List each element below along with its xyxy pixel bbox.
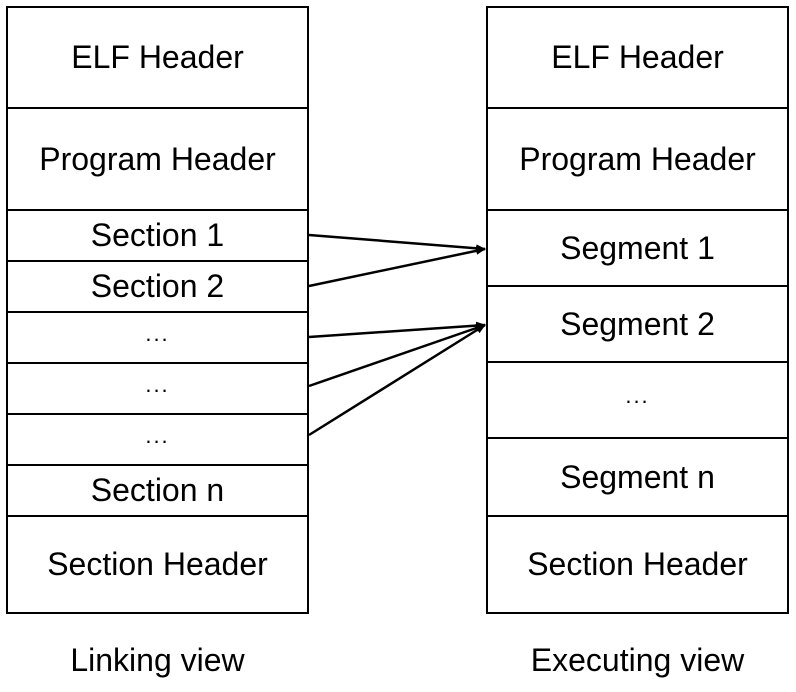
linking-row-ellipsis-2-label: ... [145,371,170,397]
linking-row-ellipsis-3: ... [8,415,307,466]
linking-row-ellipsis-2: ... [8,364,307,415]
linking-row-elf-header-label: ELF Header [71,39,244,75]
linking-row-ellipsis-1: ... [8,313,307,364]
linking-row-section-header-label: Section Header [47,546,268,582]
arrow-section-2-to-segment-1 [308,246,486,288]
linking-row-section-1: Section 1 [8,211,307,262]
linking-view-caption: Linking view [70,642,245,678]
arrow-section-1-to-segment-1 [308,233,486,253]
executing-row-segment-2: Segment 2 [488,287,787,363]
executing-row-segment-2-label: Segment 2 [560,305,715,342]
executing-row-section-header-label: Section Header [527,546,748,582]
executing-row-elf-header: ELF Header [488,8,787,109]
executing-row-segment-n: Segment n [488,439,787,517]
executing-row-segment-1: Segment 1 [488,211,787,287]
linking-row-section-2-label: Section 2 [90,268,225,304]
executing-row-ellipsis-label: ... [625,383,650,408]
executing-row-program-header-label: Program Header [519,140,756,177]
linking-row-program-header: Program Header [8,109,307,211]
linking-row-elf-header: ELF Header [8,8,307,109]
arrow-ellipsis-1-to-segment-2 [308,321,486,339]
executing-row-segment-1-label: Segment 1 [560,229,715,266]
executing-row-elf-header-label: ELF Header [551,39,724,75]
executing-view-table: ELF Header Program Header Segment 1 Segm… [486,6,789,614]
linking-row-section-n: Section n [8,466,307,517]
linking-row-section-1-label: Section 1 [90,217,225,253]
linking-row-program-header-label: Program Header [39,140,276,177]
linking-row-section-header: Section Header [8,517,307,612]
linking-row-section-n-label: Section n [90,472,225,508]
executing-row-section-header: Section Header [488,517,787,612]
executing-row-segment-n-label: Segment n [560,458,715,495]
linking-view-table: ELF Header Program Header Section 1 Sect… [6,6,309,614]
arrow-ellipsis-3-to-segment-2 [308,323,486,437]
executing-row-program-header: Program Header [488,109,787,211]
linking-row-ellipsis-1-label: ... [145,320,170,346]
linking-row-ellipsis-3-label: ... [145,422,170,448]
arrow-ellipsis-2-to-segment-2 [308,323,486,388]
executing-row-ellipsis: ... [488,363,787,439]
linking-row-section-2: Section 2 [8,262,307,313]
executing-view-caption: Executing view [530,642,745,678]
